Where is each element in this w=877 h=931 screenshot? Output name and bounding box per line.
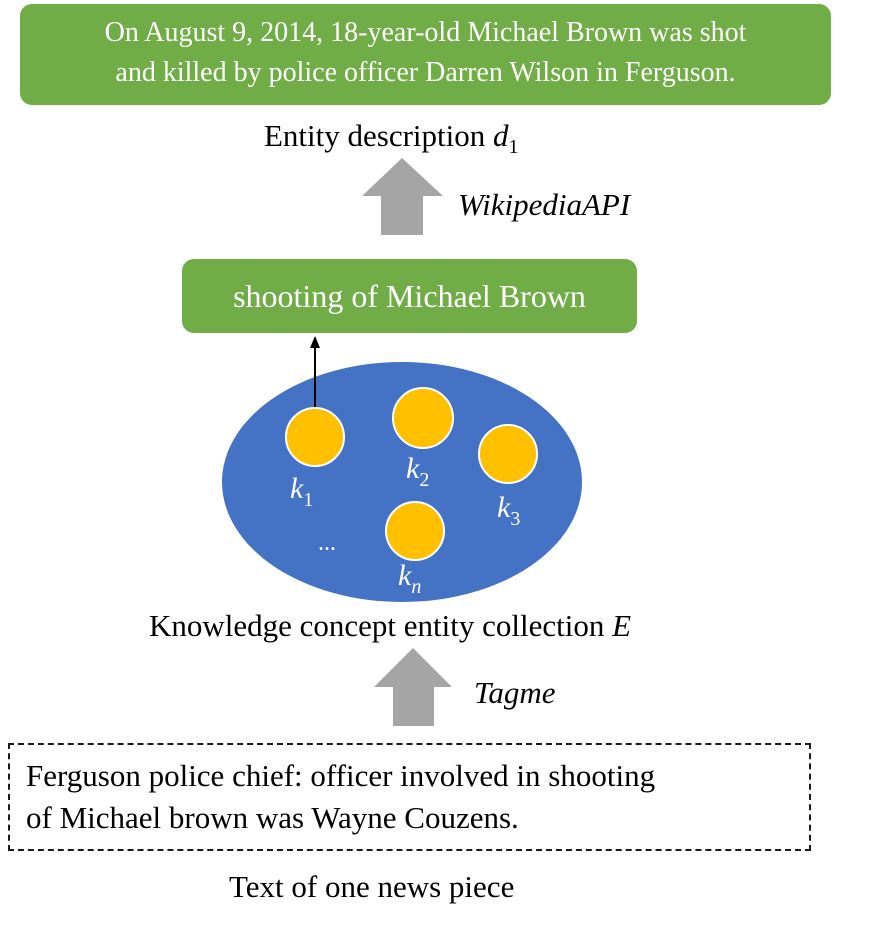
news-text-line-2: of Michael brown was Wayne Couzens. <box>26 800 519 835</box>
entity-description-label: Entity description d1 <box>264 118 519 159</box>
collection-label-text: Knowledge concept entity collection <box>149 608 605 643</box>
entity-node-k1-label: k1 <box>290 472 313 511</box>
news-text-box: Ferguson police chief: officer involved … <box>8 743 811 851</box>
entity-description-box: On August 9, 2014, 18-year-old Michael B… <box>20 4 831 105</box>
link-arrow-head <box>310 336 320 348</box>
entity-node-k2 <box>392 387 454 449</box>
tagme-arrow <box>374 648 452 726</box>
entity-node-k3 <box>478 424 538 484</box>
wikipedia-arrow <box>362 158 443 235</box>
entity-node-kn <box>385 501 445 561</box>
entity-description-line-1: On August 9, 2014, 18-year-old Michael B… <box>104 17 747 48</box>
entity-description-line-2: and killed by police officer Darren Wils… <box>115 57 736 88</box>
collection-label-var: E <box>612 608 632 643</box>
selected-entity-box: shooting of Michael Brown <box>182 259 637 333</box>
entity-description-sub: 1 <box>508 136 519 159</box>
tagme-label: Tagme <box>474 675 556 710</box>
entity-ellipsis: ... <box>318 530 336 556</box>
entity-node-k2-label: k2 <box>406 452 429 491</box>
entity-description-text: Entity description <box>264 118 486 153</box>
entity-node-k3-label: k3 <box>497 491 520 530</box>
entity-description-var: d <box>493 118 509 153</box>
wikipedia-api-label: WikipediaAPI <box>458 187 631 222</box>
news-text-line-1: Ferguson police chief: officer involved … <box>26 758 656 793</box>
collection-label: Knowledge concept entity collection E <box>149 608 631 644</box>
entity-node-k1 <box>285 407 345 467</box>
entity-node-kn-label: kn <box>398 559 421 598</box>
news-label: Text of one news piece <box>229 869 515 904</box>
